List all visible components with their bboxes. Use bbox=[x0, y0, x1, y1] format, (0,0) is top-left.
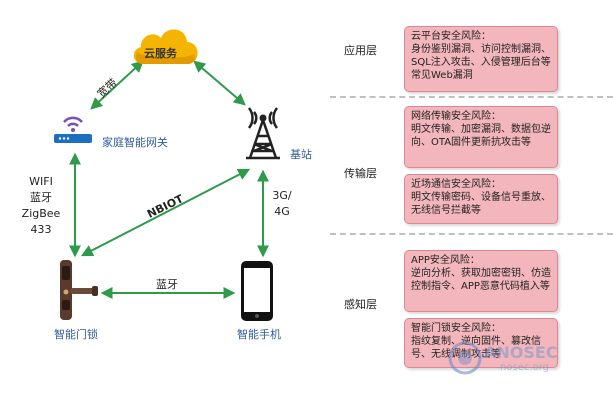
cellular-label-line2: 4G bbox=[274, 205, 290, 218]
risk-detail: 明文传输密码、设备信号重放、无线信号拦截等 bbox=[411, 192, 551, 216]
smartphone-label: 智能手机 bbox=[237, 328, 281, 341]
smartphone-icon bbox=[241, 261, 273, 321]
cellular-label: 3G/ 4G bbox=[270, 188, 294, 220]
smart-lock-label: 智能门锁 bbox=[54, 328, 98, 341]
local-protocols-label: WIFI 蓝牙 ZigBee 433 bbox=[10, 174, 72, 238]
link-cloud-basestation bbox=[193, 60, 246, 106]
cloud-service-label: 云服务 bbox=[144, 47, 177, 60]
risk-title: 智能门锁安全风险： bbox=[411, 323, 501, 334]
risk-detail: 指纹复制、逆向固件、篡改信号、无线调制攻击等 bbox=[411, 336, 541, 360]
watermark-brand: ANOSEC bbox=[484, 343, 558, 362]
risk-title: 近场通信安全风险： bbox=[411, 179, 501, 190]
risk-detail: 身份鉴别漏洞、访问控制漏洞、SQL注入攻击、入侵管理后台等常见Web漏洞 bbox=[411, 44, 551, 81]
risk-title: APP安全风险： bbox=[411, 255, 480, 266]
risk-box-network-transport: 网络传输安全风险： 明文传输、加密漏洞、数据包逆向、OTA固件更新抗攻击等 bbox=[404, 106, 558, 168]
divider-transport-perception bbox=[330, 233, 613, 235]
base-station-label: 基站 bbox=[290, 148, 312, 161]
protocol-433: 433 bbox=[30, 223, 52, 236]
risk-box-app: APP安全风险： 逆向分析、获取加密密钥、仿造控制指令、APP恶意代码植入等 bbox=[404, 250, 558, 312]
smart-lock-icon bbox=[60, 260, 98, 320]
router-icon bbox=[54, 116, 92, 143]
cellular-label-line1: 3G/ bbox=[272, 189, 292, 202]
risk-detail: 明文传输、加密漏洞、数据包逆向、OTA固件更新抗攻击等 bbox=[411, 124, 551, 148]
layer-application-label: 应用层 bbox=[344, 44, 377, 57]
risk-box-smart-lock: 智能门锁安全风险： 指纹复制、逆向固件、篡改信号、无线调制攻击等 bbox=[404, 318, 558, 368]
link-gateway-cloud bbox=[90, 60, 144, 110]
protocol-bluetooth: 蓝牙 bbox=[30, 191, 52, 204]
risk-title: 云平台安全风险： bbox=[411, 31, 491, 42]
protocol-zigbee: ZigBee bbox=[21, 207, 61, 220]
risk-detail: 逆向分析、获取加密密钥、仿造控制指令、APP恶意代码植入等 bbox=[411, 268, 551, 292]
home-gateway-label: 家庭智能网关 bbox=[102, 136, 168, 149]
cloud-icon bbox=[133, 29, 198, 65]
link-lock-basestation bbox=[80, 168, 251, 257]
base-station-icon bbox=[246, 107, 280, 160]
risk-title: 网络传输安全风险： bbox=[411, 111, 501, 122]
divider-application-transport bbox=[330, 96, 613, 98]
watermark-site: nosec.org bbox=[500, 362, 549, 373]
layer-transport-label: 传输层 bbox=[344, 167, 377, 180]
protocol-wifi: WIFI bbox=[29, 175, 53, 188]
layer-perception-label: 感知层 bbox=[344, 298, 377, 311]
bluetooth-link-label: 蓝牙 bbox=[156, 278, 178, 291]
risk-box-cloud-platform: 云平台安全风险： 身份鉴别漏洞、访问控制漏洞、SQL注入攻击、入侵管理后台等常见… bbox=[404, 26, 558, 92]
watermark-logo-icon bbox=[448, 341, 482, 375]
risk-box-near-field: 近场通信安全风险： 明文传输密码、设备信号重放、无线信号拦截等 bbox=[404, 174, 558, 224]
